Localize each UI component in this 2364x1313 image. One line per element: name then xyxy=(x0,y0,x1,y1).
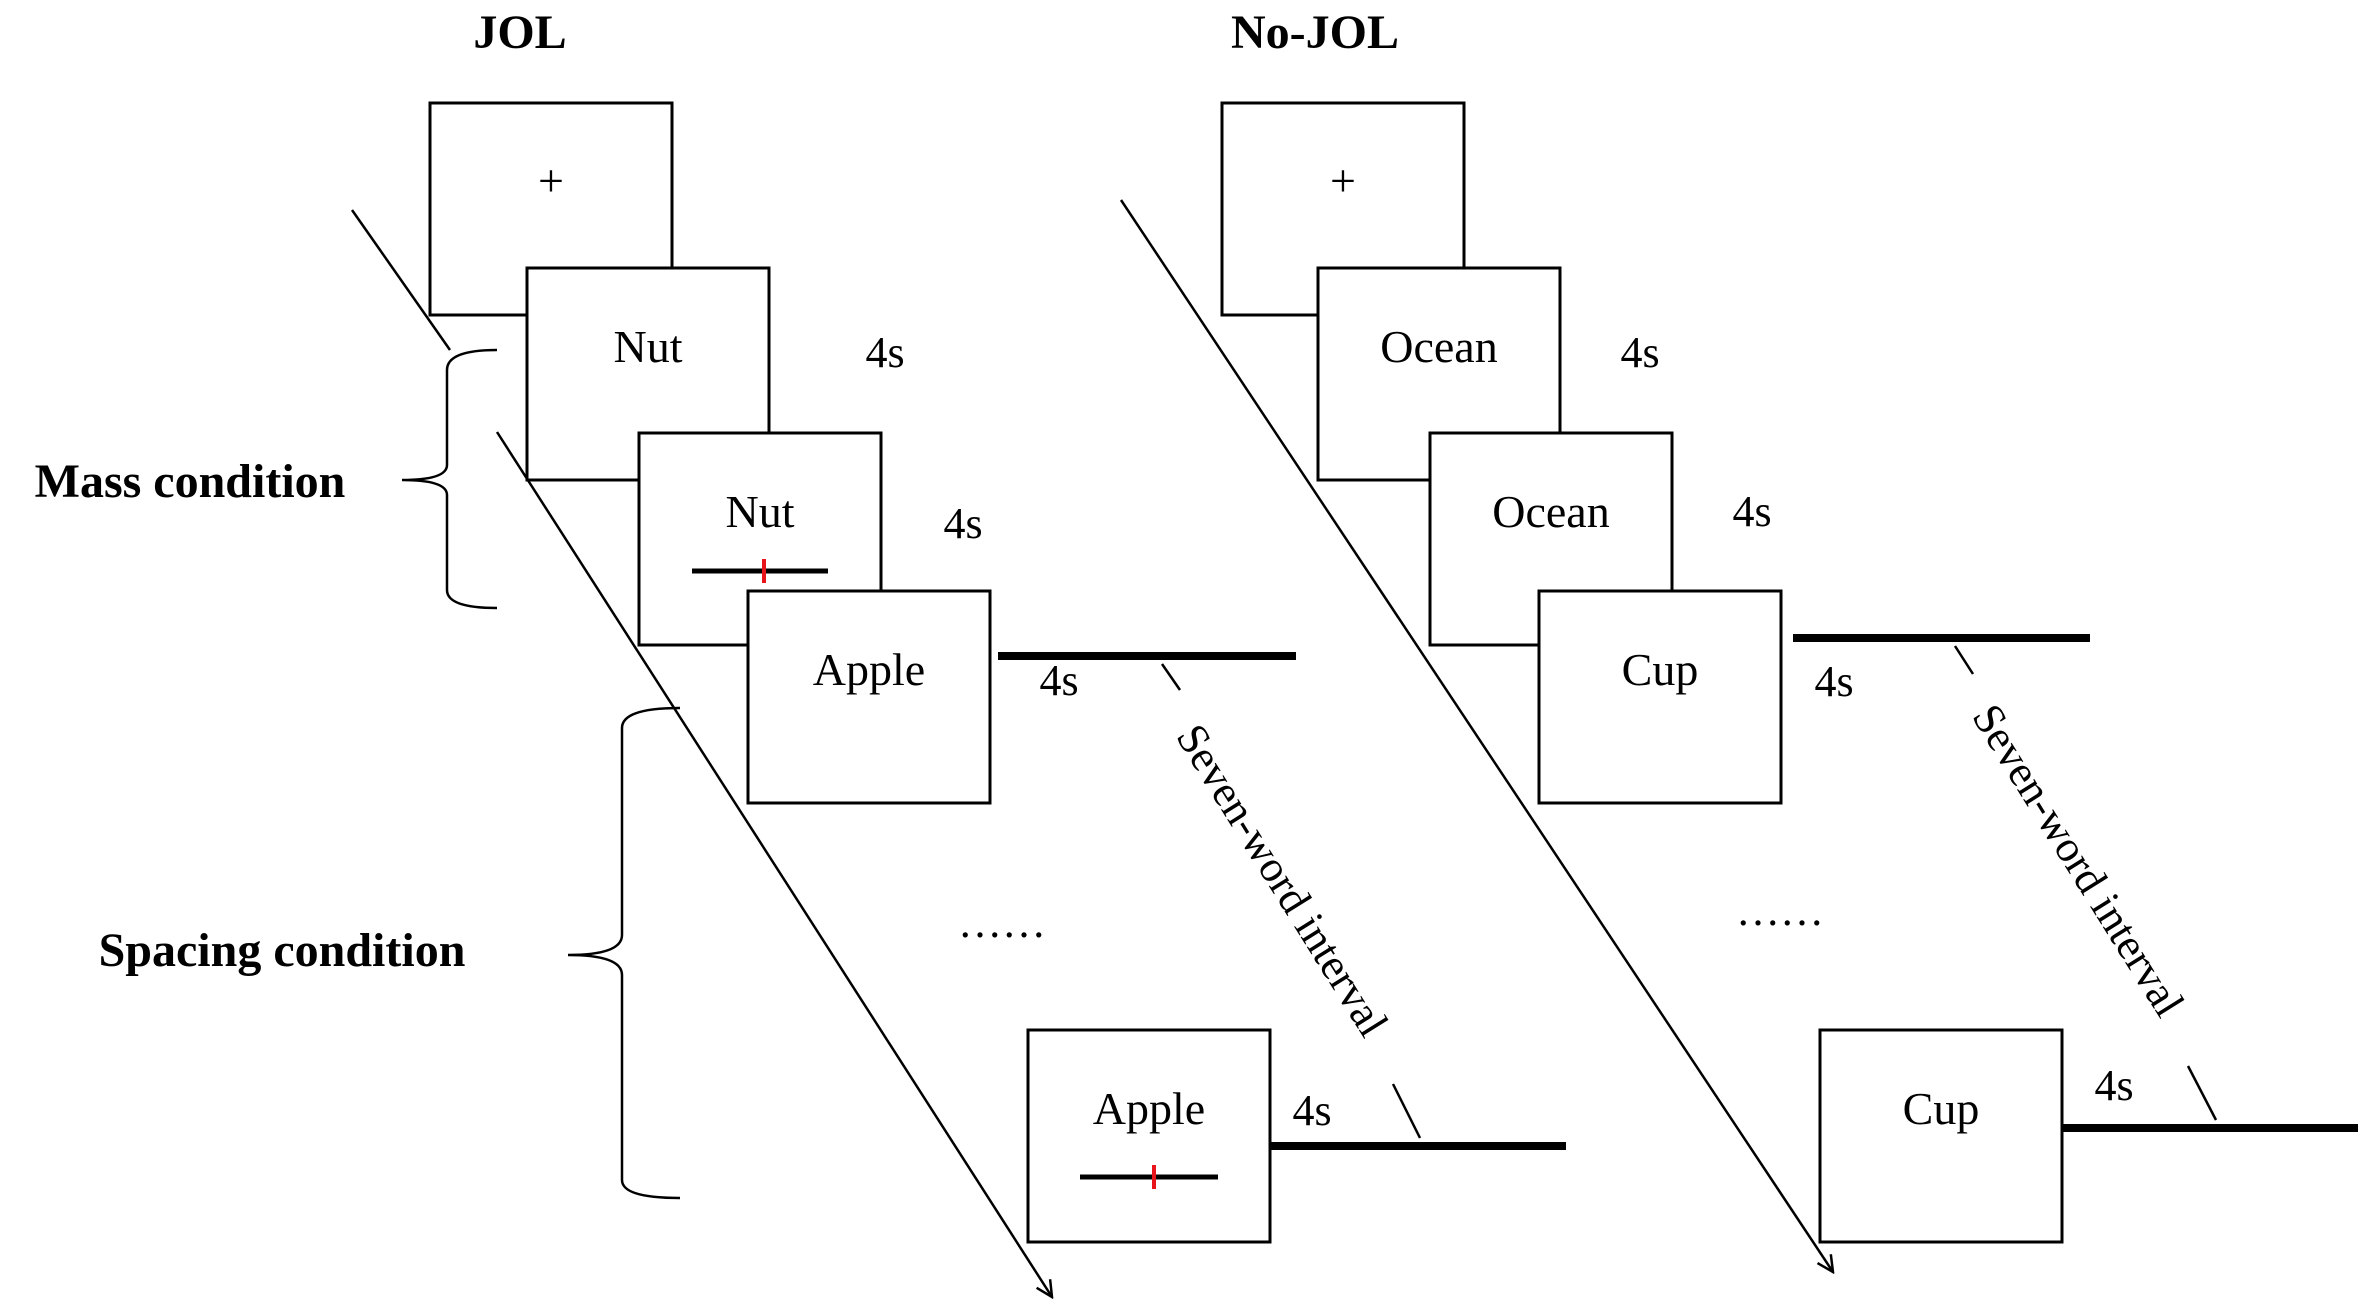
spacing-condition-label: Spacing condition xyxy=(99,924,466,977)
no-jol-word-frame-4 xyxy=(1818,1028,2064,1244)
jol-interval-label: Seven-word interval xyxy=(1167,716,1398,1046)
jol-header: JOL xyxy=(473,6,566,59)
jol-timeline-upper xyxy=(350,209,452,351)
jol-fixation-cross: + xyxy=(538,155,564,206)
jol-interval-leader-bottom xyxy=(1391,1083,1422,1139)
jol-word-2: Nut xyxy=(726,486,795,537)
jol-word-1: Nut xyxy=(614,321,683,372)
jol-word-frame-4 xyxy=(1026,1028,1272,1244)
no-jol-duration-4: 4s xyxy=(2094,1061,2133,1110)
no-jol-word-3: Cup xyxy=(1622,644,1699,695)
no-jol-interval-leader-top xyxy=(1953,645,1975,675)
mass-condition-label: Mass condition xyxy=(35,455,346,508)
jol-duration-1: 4s xyxy=(865,328,904,377)
jol-ellipsis: …… xyxy=(958,898,1046,947)
jol-duration-2: 4s xyxy=(943,499,982,548)
no-jol-word-1: Ocean xyxy=(1380,321,1497,372)
jol-word-frame-3 xyxy=(746,589,992,805)
no-jol-time-arrow xyxy=(1119,199,1833,1272)
no-jol-fixation-cross: + xyxy=(1330,155,1356,206)
no-jol-duration-2: 4s xyxy=(1732,487,1771,536)
mass-condition-brace xyxy=(401,348,498,610)
jol-duration-3: 4s xyxy=(1039,656,1078,705)
no-jol-word-2: Ocean xyxy=(1492,486,1609,537)
no-jol-header: No-JOL xyxy=(1231,6,1399,59)
spacing-condition-brace xyxy=(567,706,681,1200)
no-jol-interval-label: Seven-word interval xyxy=(1963,696,2194,1026)
no-jol-word-4: Cup xyxy=(1903,1083,1980,1134)
no-jol-duration-1: 4s xyxy=(1620,328,1659,377)
jol-word-4: Apple xyxy=(1093,1083,1205,1134)
jol-time-arrow xyxy=(495,431,1052,1297)
jol-duration-4: 4s xyxy=(1292,1086,1331,1135)
no-jol-word-frame-3 xyxy=(1537,589,1783,805)
no-jol-duration-3: 4s xyxy=(1814,657,1853,706)
no-jol-ellipsis: …… xyxy=(1736,886,1824,935)
jol-word-3: Apple xyxy=(813,644,925,695)
jol-interval-leader-top xyxy=(1160,663,1182,691)
no-jol-interval-leader-bottom xyxy=(2186,1065,2218,1121)
